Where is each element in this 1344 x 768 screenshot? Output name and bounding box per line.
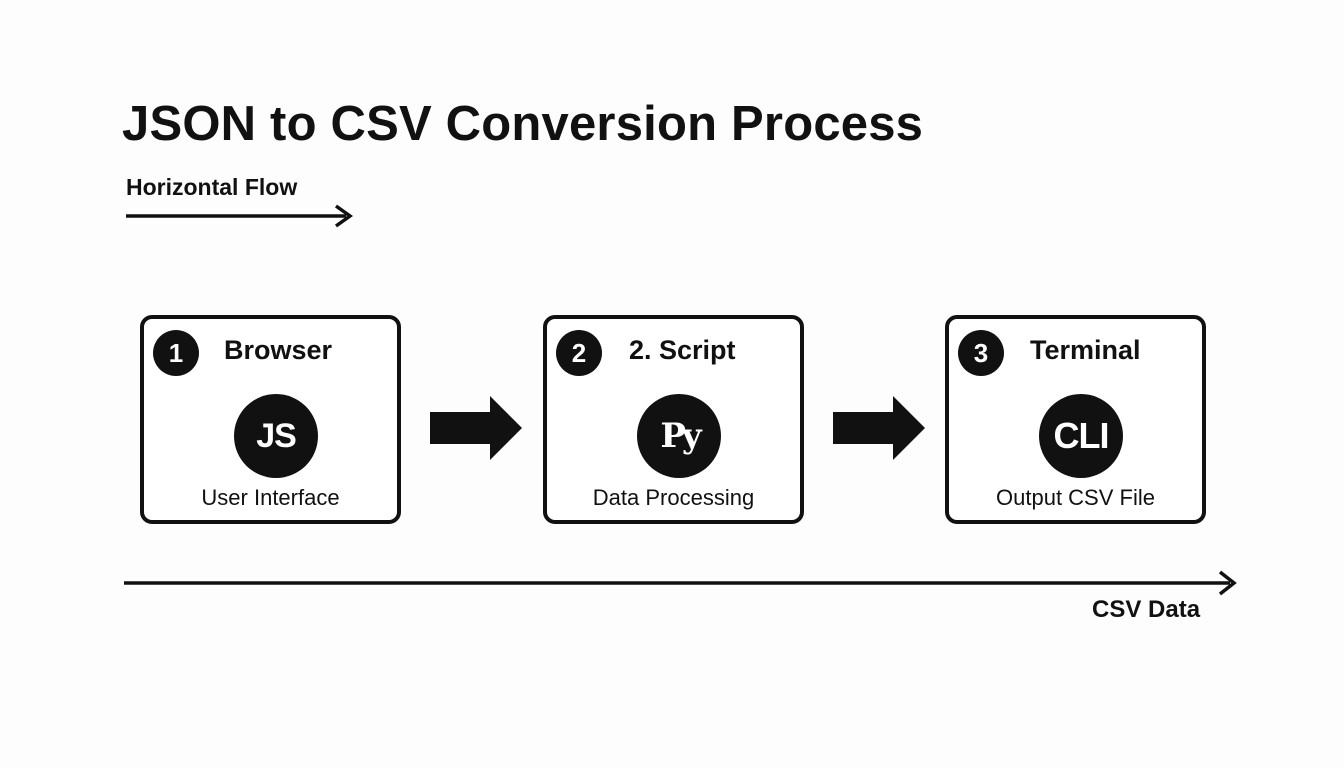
step-2-to-3-arrow (833, 396, 925, 460)
csv-data-arrow (124, 570, 1237, 596)
python-icon-label: Py (660, 416, 701, 456)
step-title: Browser (224, 335, 333, 365)
step-description: Data Processing (592, 485, 755, 510)
step-title: 2. Script (629, 335, 736, 365)
cli-icon: CLI (1039, 394, 1123, 478)
step-1-to-2-arrow (430, 396, 522, 460)
step-box-browser: 1 Browser JS User Interface (140, 315, 401, 524)
javascript-icon: JS (234, 394, 318, 478)
step-description: User Interface (201, 485, 340, 510)
step-number-badge: 3 (958, 330, 1004, 376)
step-box-script: 2 2. Script Py Data Processing (543, 315, 804, 524)
step-title: Terminal (1030, 335, 1141, 365)
cli-icon-label: CLI (1053, 415, 1110, 456)
step-number-badge: 1 (153, 330, 199, 376)
step-description: Output CSV File (996, 485, 1155, 510)
flow-direction-arrow (126, 204, 354, 228)
csv-data-label: CSV Data (1092, 596, 1201, 623)
python-icon: Py (637, 394, 721, 478)
javascript-icon-label: JS (256, 416, 297, 455)
diagram-title: JSON to CSV Conversion Process (122, 97, 924, 151)
step-number-badge: 2 (556, 330, 602, 376)
flow-direction-label: Horizontal Flow (126, 174, 298, 200)
step-box-terminal: 3 Terminal CLI Output CSV File (945, 315, 1206, 524)
